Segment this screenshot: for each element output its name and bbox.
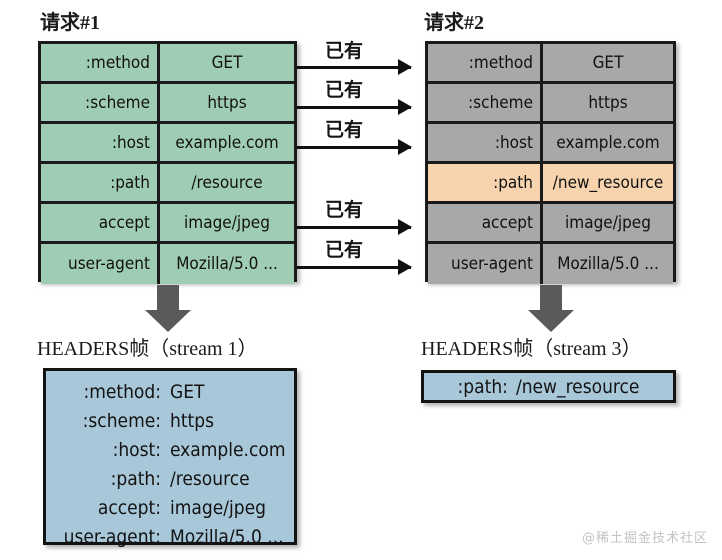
header-value: image/jpeg <box>160 204 294 241</box>
connector-label: 已有 <box>325 41 364 62</box>
header-value: /resource <box>160 164 294 201</box>
header-name: user-agent <box>41 244 160 284</box>
connector-label: 已有 <box>325 120 364 141</box>
header-value: https <box>160 84 294 121</box>
header-line: accept: image/jpeg <box>46 493 294 522</box>
headers-frame-1-box: :method: GET :scheme: https :host: examp… <box>43 368 297 548</box>
table-row: :scheme https <box>428 84 673 124</box>
header-name: :path <box>428 164 543 201</box>
header-value: https <box>170 409 214 432</box>
header-name: :path <box>41 164 160 201</box>
header-line: :path: /new_resource <box>424 373 673 400</box>
table-row: :host example.com <box>41 124 294 164</box>
header-value: /resource <box>170 467 250 490</box>
connector-label: 已有 <box>325 80 364 101</box>
request-1-title: 请求#1 <box>40 12 100 34</box>
header-key: :path: <box>110 467 161 490</box>
table-row: accept image/jpeg <box>428 204 673 244</box>
header-value: /new_resource <box>515 375 640 398</box>
header-name: :scheme <box>41 84 160 121</box>
header-name: user-agent <box>428 244 543 284</box>
header-value: example.com <box>160 124 294 161</box>
header-value: Mozilla/5.0 ... <box>543 244 673 284</box>
header-name: :method <box>41 44 160 81</box>
request-2-title: 请求#2 <box>424 12 484 34</box>
frame-1-title: HEADERS帧（stream 1） <box>37 338 258 360</box>
header-name: accept <box>428 204 543 241</box>
header-name: accept <box>41 204 160 241</box>
header-line: :scheme: https <box>46 406 294 435</box>
header-value: example.com <box>543 124 673 161</box>
connector-arrow-host <box>297 139 412 155</box>
header-value: Mozilla/5.0 ... <box>170 525 284 548</box>
watermark: @稀土掘金技术社区 <box>581 531 708 546</box>
header-value: GET <box>170 380 205 403</box>
arrow-head-icon <box>398 219 412 235</box>
table-row: :method GET <box>428 44 673 84</box>
connector-label: 已有 <box>325 200 364 221</box>
header-value: example.com <box>170 438 286 461</box>
header-line: :method: GET <box>46 377 294 406</box>
table-row: accept image/jpeg <box>41 204 294 244</box>
header-name: :scheme <box>428 84 543 121</box>
connector-arrow-scheme <box>297 99 412 115</box>
header-value: image/jpeg <box>543 204 673 241</box>
header-line: :path: /resource <box>46 464 294 493</box>
table-row: :path /resource <box>41 164 294 204</box>
request-2-header-table: :method GET :scheme https :host example.… <box>425 41 676 284</box>
down-arrow-left-icon <box>145 285 191 332</box>
arrow-head-icon <box>398 99 412 115</box>
table-row: user-agent Mozilla/5.0 ... <box>41 244 294 284</box>
header-key: :host: <box>112 438 161 461</box>
header-key: :method: <box>83 380 161 403</box>
header-value: Mozilla/5.0 ... <box>160 244 294 284</box>
header-value: GET <box>543 44 673 81</box>
table-row: :method GET <box>41 44 294 84</box>
down-arrow-right-icon <box>528 285 574 332</box>
connector-label: 已有 <box>325 240 364 261</box>
arrow-head-icon <box>398 259 412 275</box>
frame-2-title: HEADERS帧（stream 3） <box>421 338 642 360</box>
header-value: GET <box>160 44 294 81</box>
header-key: accept: <box>97 496 161 519</box>
headers-frame-2-box: :path: /new_resource <box>421 370 676 403</box>
header-line: user-agent: Mozilla/5.0 ... <box>46 522 294 551</box>
header-line: :host: example.com <box>46 435 294 464</box>
table-row: :scheme https <box>41 84 294 124</box>
header-value: /new_resource <box>543 164 673 201</box>
header-name: :host <box>41 124 160 161</box>
arrow-head-icon <box>398 139 412 155</box>
table-row: :host example.com <box>428 124 673 164</box>
table-row: user-agent Mozilla/5.0 ... <box>428 244 673 284</box>
header-key: :scheme: <box>82 409 161 432</box>
header-key: user-agent: <box>63 525 161 548</box>
request-1-header-table: :method GET :scheme https :host example.… <box>38 41 297 284</box>
header-key: :path: <box>457 375 508 398</box>
header-name: :host <box>428 124 543 161</box>
header-name: :method <box>428 44 543 81</box>
connector-arrow-user-agent <box>297 259 412 275</box>
header-value: image/jpeg <box>170 496 266 519</box>
table-row-highlighted: :path /new_resource <box>428 164 673 204</box>
connector-arrow-method <box>297 59 412 75</box>
connector-arrow-accept <box>297 219 412 235</box>
header-value: https <box>543 84 673 121</box>
arrow-head-icon <box>398 59 412 75</box>
